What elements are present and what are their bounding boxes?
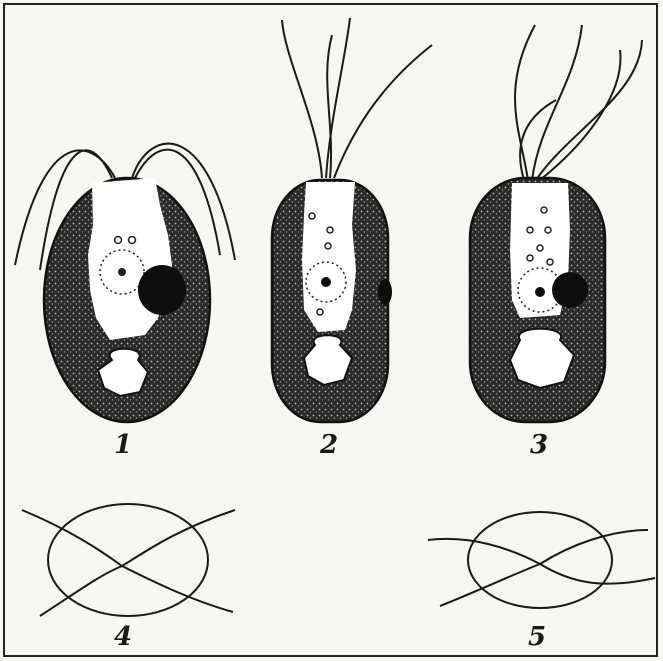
cell-3-nucleolus (535, 287, 545, 297)
cell-1-nucleolus (118, 268, 126, 276)
outline-5 (428, 512, 655, 608)
cell-3-flagella (515, 25, 642, 180)
cell-1-dark-body (138, 265, 186, 315)
outline-4 (22, 504, 235, 616)
label-2: 2 (320, 430, 338, 460)
cell-2-flagella (282, 18, 432, 178)
label-1: 1 (114, 430, 132, 460)
cell-3 (470, 25, 642, 422)
cell-2-nucleolus (321, 277, 331, 287)
cell-3-dark-body (552, 272, 588, 308)
cell-2 (272, 18, 432, 422)
label-4: 4 (114, 622, 132, 652)
label-3: 3 (530, 430, 548, 460)
cell-2-dark-body (378, 279, 392, 305)
cell-1 (15, 144, 235, 422)
cell-2-cytoplasm (302, 182, 356, 332)
label-5: 5 (528, 622, 546, 652)
